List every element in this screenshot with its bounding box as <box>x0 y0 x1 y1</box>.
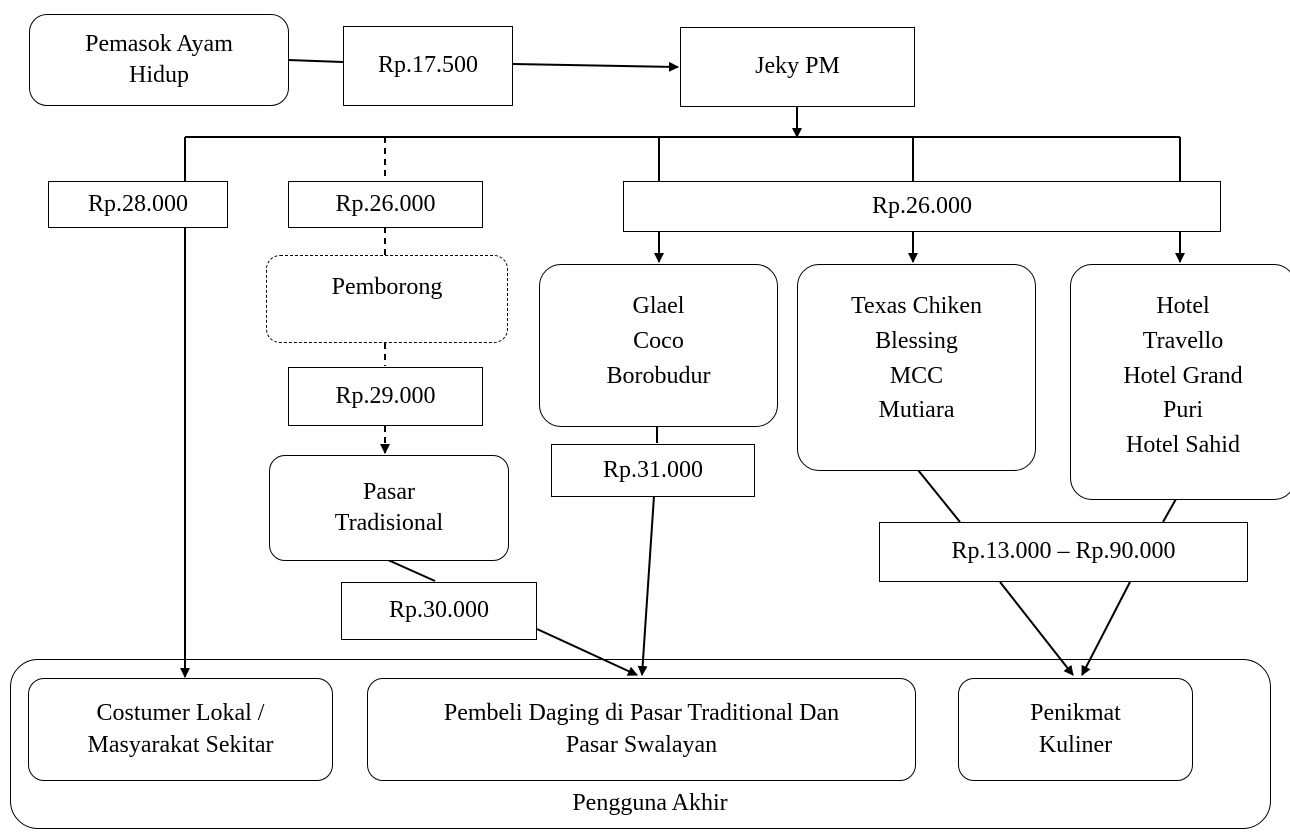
price-market-box: Rp.29.000 <box>288 367 483 426</box>
wholesaler-node: Pemborong <box>266 255 508 343</box>
supplier-node: Pemasok Ayam Hidup <box>29 14 289 106</box>
local-consumer-node: Costumer Lokal / Masyarakat Sekitar <box>28 678 333 781</box>
meat-buyers-node: Pembeli Daging di Pasar Traditional Dan … <box>367 678 916 781</box>
restaurants-node: Glael Coco Borobudur <box>539 264 778 427</box>
price-supplier-box: Rp.17.500 <box>343 26 513 106</box>
edge-hotels-price <box>1162 498 1177 523</box>
edge-price-jeky <box>512 61 679 72</box>
jeky-node: Jeky PM <box>680 27 915 107</box>
price-restaurants-box: Rp.31.000 <box>551 444 755 497</box>
edge-supplier-price <box>287 59 344 63</box>
price-local-box: Rp.28.000 <box>48 181 228 228</box>
price-wholesaler-box: Rp.26.000 <box>288 181 483 228</box>
price-outlets-box: Rp.26.000 <box>623 181 1221 232</box>
edge-price-buyers <box>536 628 638 676</box>
price-buyers-from-market-box: Rp.30.000 <box>341 582 537 640</box>
edge-fastfood-price <box>917 469 961 523</box>
fastfood-node: Texas Chiken Blessing MCC Mutiara <box>797 264 1036 471</box>
edge-market-price <box>387 559 436 582</box>
price-culinary-box: Rp.13.000 – Rp.90.000 <box>879 522 1248 582</box>
edge-price31-buyers <box>637 495 655 676</box>
hotels-node: Hotel Travello Hotel Grand Puri Hotel Sa… <box>1070 264 1290 500</box>
market-node: Pasar Tradisional <box>269 455 509 561</box>
culinary-fans-node: Penikmat Kuliner <box>958 678 1193 781</box>
end-users-label: Pengguna Akhir <box>572 790 728 816</box>
end-users-group <box>10 659 1271 829</box>
